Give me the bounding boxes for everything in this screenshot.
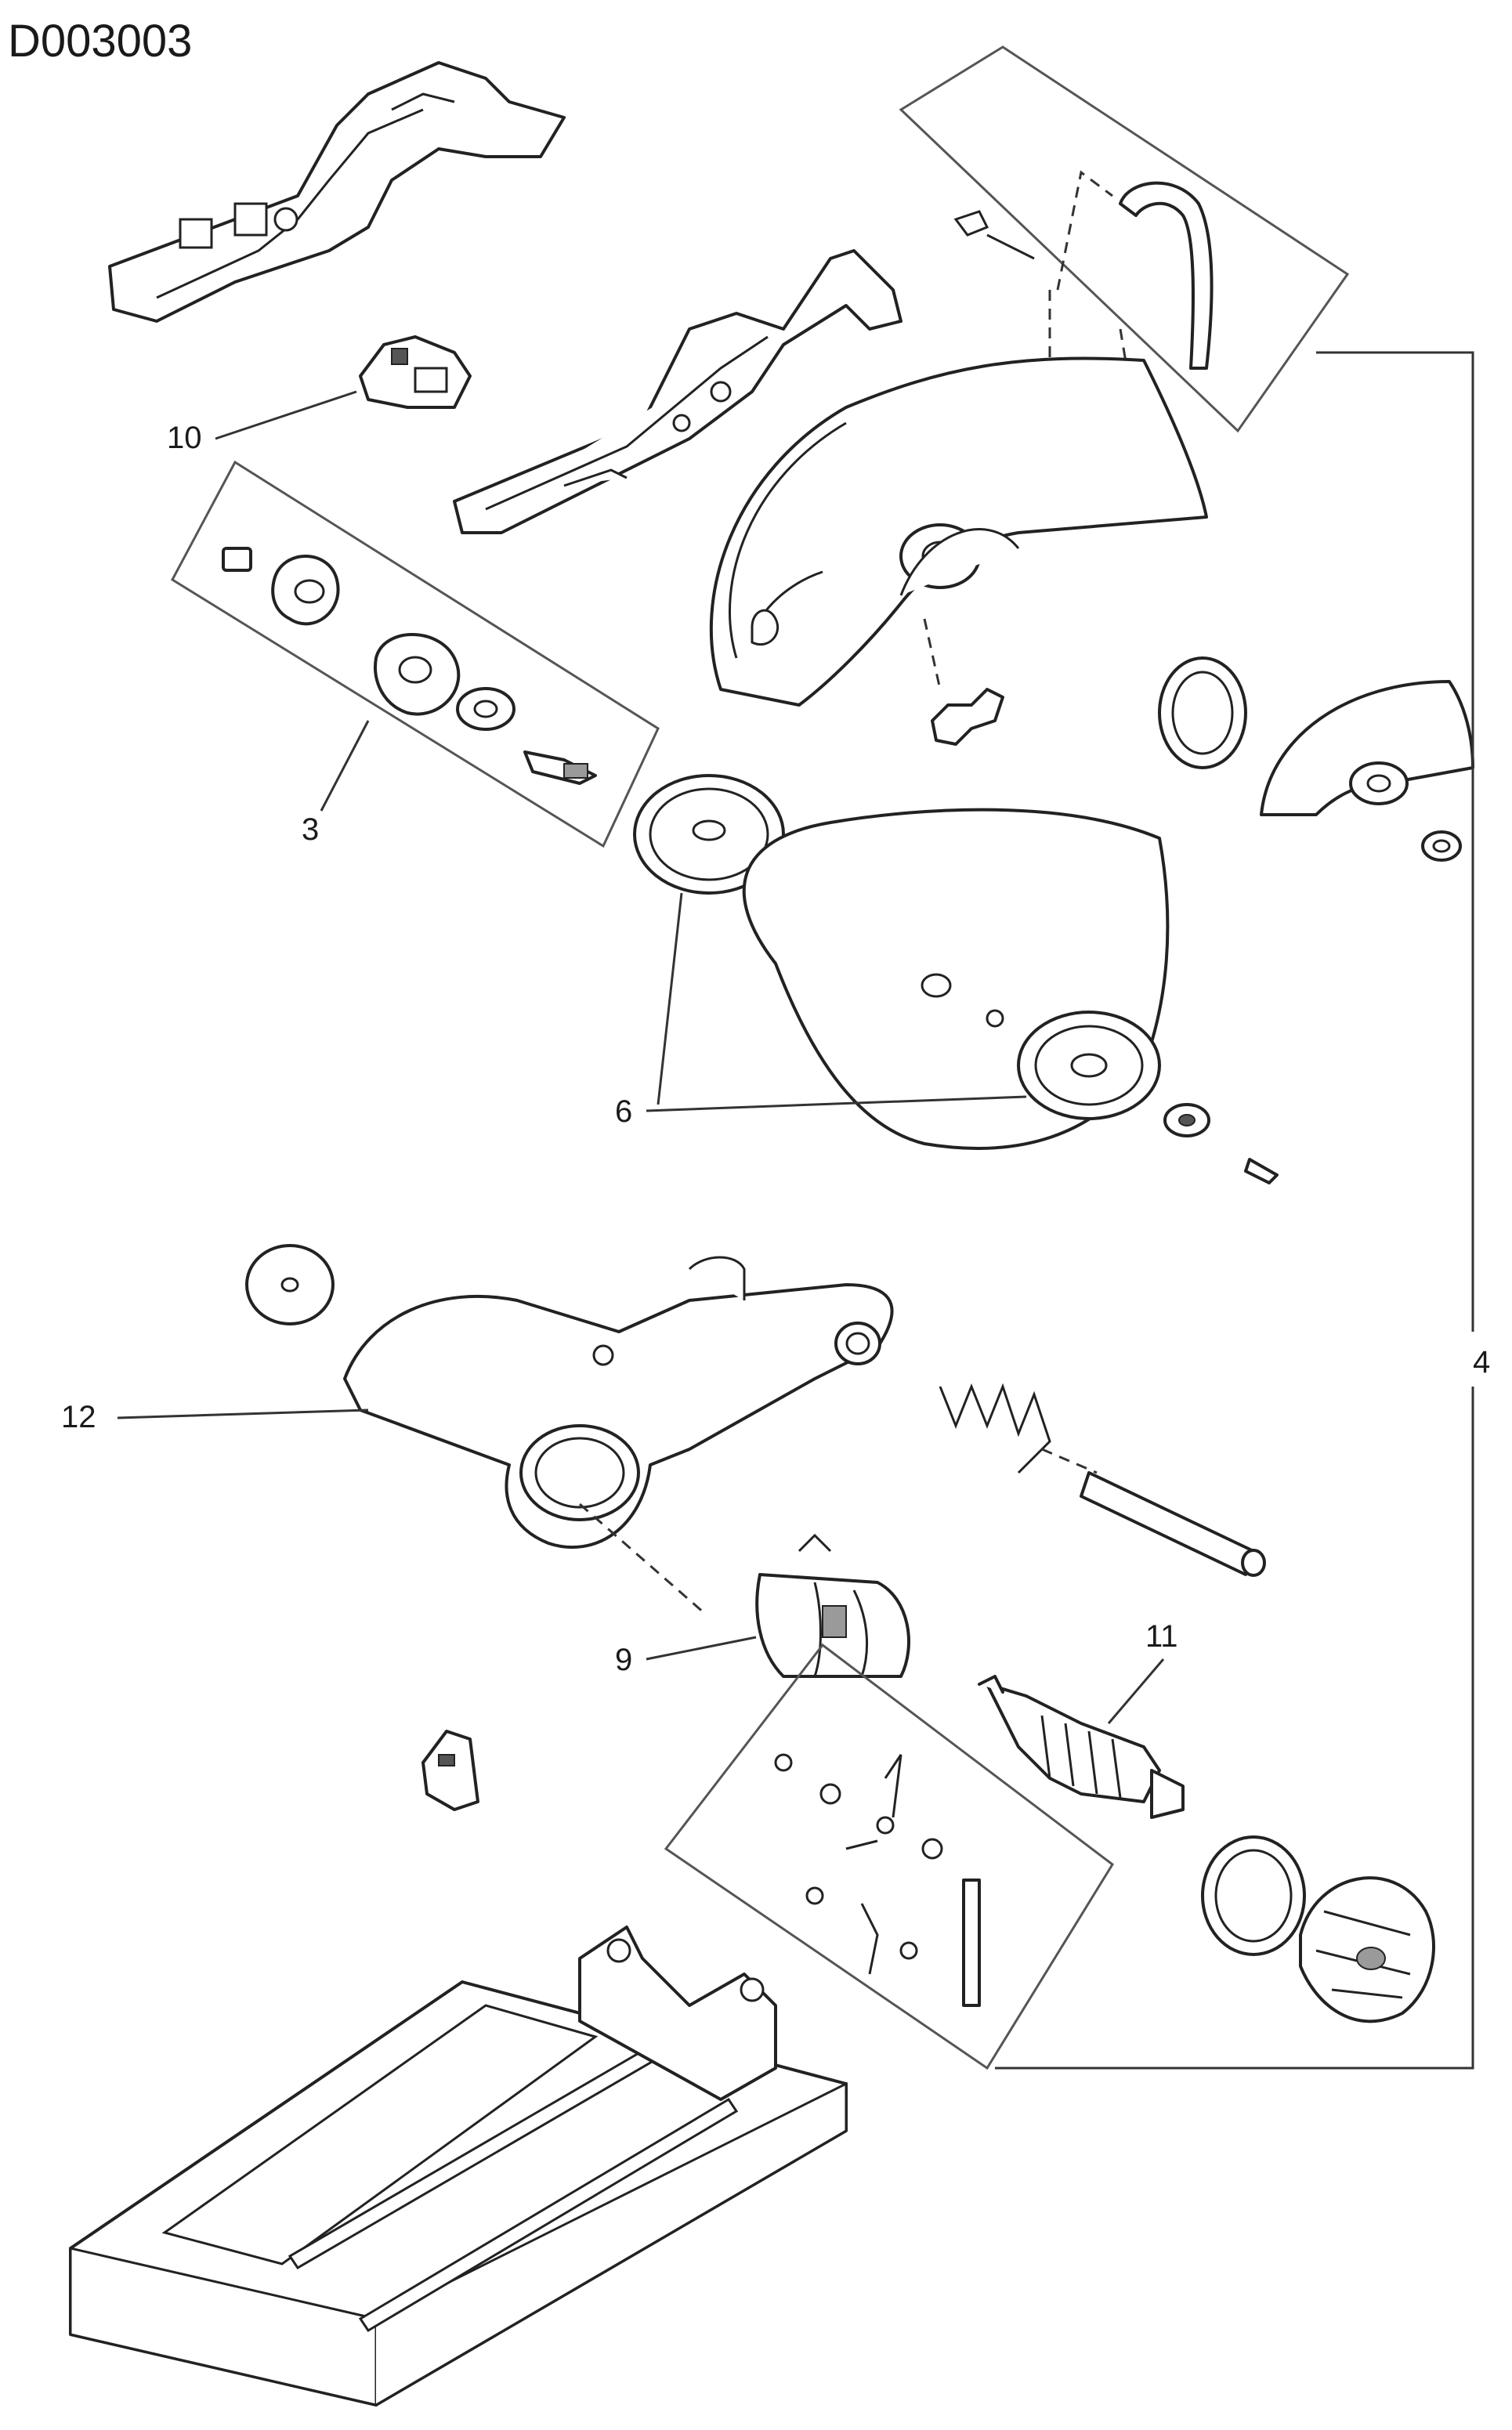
leader-10 — [215, 390, 357, 440]
leader-11 — [1107, 1658, 1165, 1724]
callout-10: 10 — [167, 421, 202, 455]
switch-part-10 — [359, 335, 472, 409]
handle-upper-half — [108, 61, 566, 323]
pivot-shaft — [1080, 1471, 1266, 1577]
lower-guard — [1158, 656, 1474, 862]
diagram-code: D003003 — [8, 16, 192, 67]
leader-12 — [117, 1408, 369, 1419]
flange-inner-6 — [1017, 1011, 1161, 1120]
callout-11: 11 — [1145, 1619, 1178, 1654]
callout-9: 9 — [615, 1643, 632, 1677]
base-plate — [69, 1980, 848, 2406]
lock-mechanism-kit-box — [664, 1643, 1114, 2070]
wing-bolt — [931, 688, 1004, 746]
leader-6b — [657, 892, 683, 1105]
callout-3: 3 — [302, 812, 319, 847]
motor-housing-end — [1201, 1835, 1435, 2023]
spindle-assembly-kit-box-3 — [171, 460, 660, 848]
stator-part-9 — [755, 1533, 910, 1678]
flange-outer — [633, 774, 785, 895]
washer-and-bolt — [1163, 1103, 1279, 1184]
small-clamp — [421, 1730, 479, 1811]
leader-6 — [646, 1095, 1027, 1112]
leader-3 — [320, 720, 370, 812]
callout-6: 6 — [615, 1094, 632, 1129]
washer-left — [245, 1244, 335, 1325]
upper-blade-guard — [709, 356, 1208, 707]
guard-lever-kit-box — [899, 45, 1350, 433]
base-pivot-bracket — [578, 1926, 777, 2101]
handle-lower-half — [453, 249, 902, 534]
leader-9 — [646, 1636, 757, 1661]
callout-4: 4 — [1473, 1345, 1490, 1380]
bracket-4 — [995, 351, 1474, 2070]
return-spring — [939, 1383, 1098, 1474]
arm-part-12 — [343, 1256, 894, 1615]
callout-12: 12 — [61, 1400, 96, 1434]
armature-part-11 — [978, 1675, 1185, 1819]
